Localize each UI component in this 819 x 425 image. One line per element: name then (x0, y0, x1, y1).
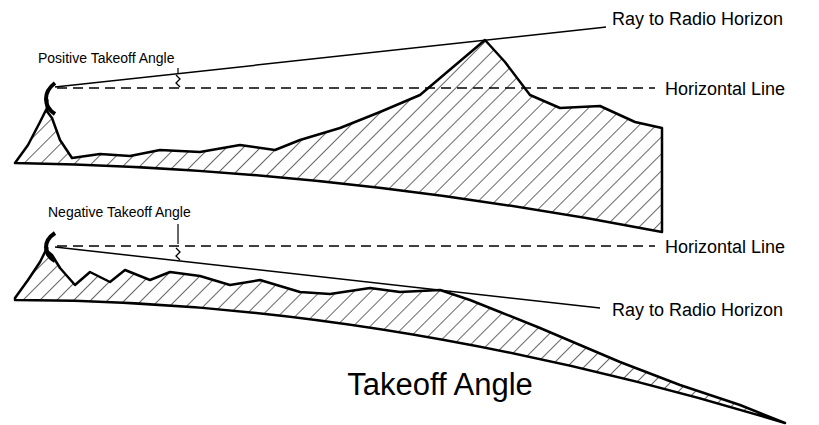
callout-label: Positive Takeoff Angle (38, 50, 174, 66)
callout-label: Ray to Radio Horizon (612, 300, 783, 321)
callout-label: Negative Takeoff Angle (48, 204, 191, 220)
antenna-dish (46, 233, 55, 261)
ray-line (55, 247, 600, 308)
terrain-profile (15, 250, 785, 423)
leader-line (602, 26, 606, 28)
diagram-title: Takeoff Angle (347, 367, 533, 403)
angle-marker (176, 75, 180, 87)
callout-label: Ray to Radio Horizon (612, 9, 783, 30)
horizontal-line (57, 245, 655, 246)
antenna-dish (46, 83, 55, 114)
antenna-mast (46, 99, 49, 112)
callout-label: Horizontal Line (665, 79, 785, 100)
horizontal-line (57, 87, 655, 88)
angle-marker (176, 248, 180, 260)
antenna-mast (46, 247, 49, 252)
leader-line (177, 68, 178, 73)
leader-line (177, 224, 178, 244)
callout-label: Horizontal Line (665, 237, 785, 258)
terrain-profile (15, 40, 662, 232)
